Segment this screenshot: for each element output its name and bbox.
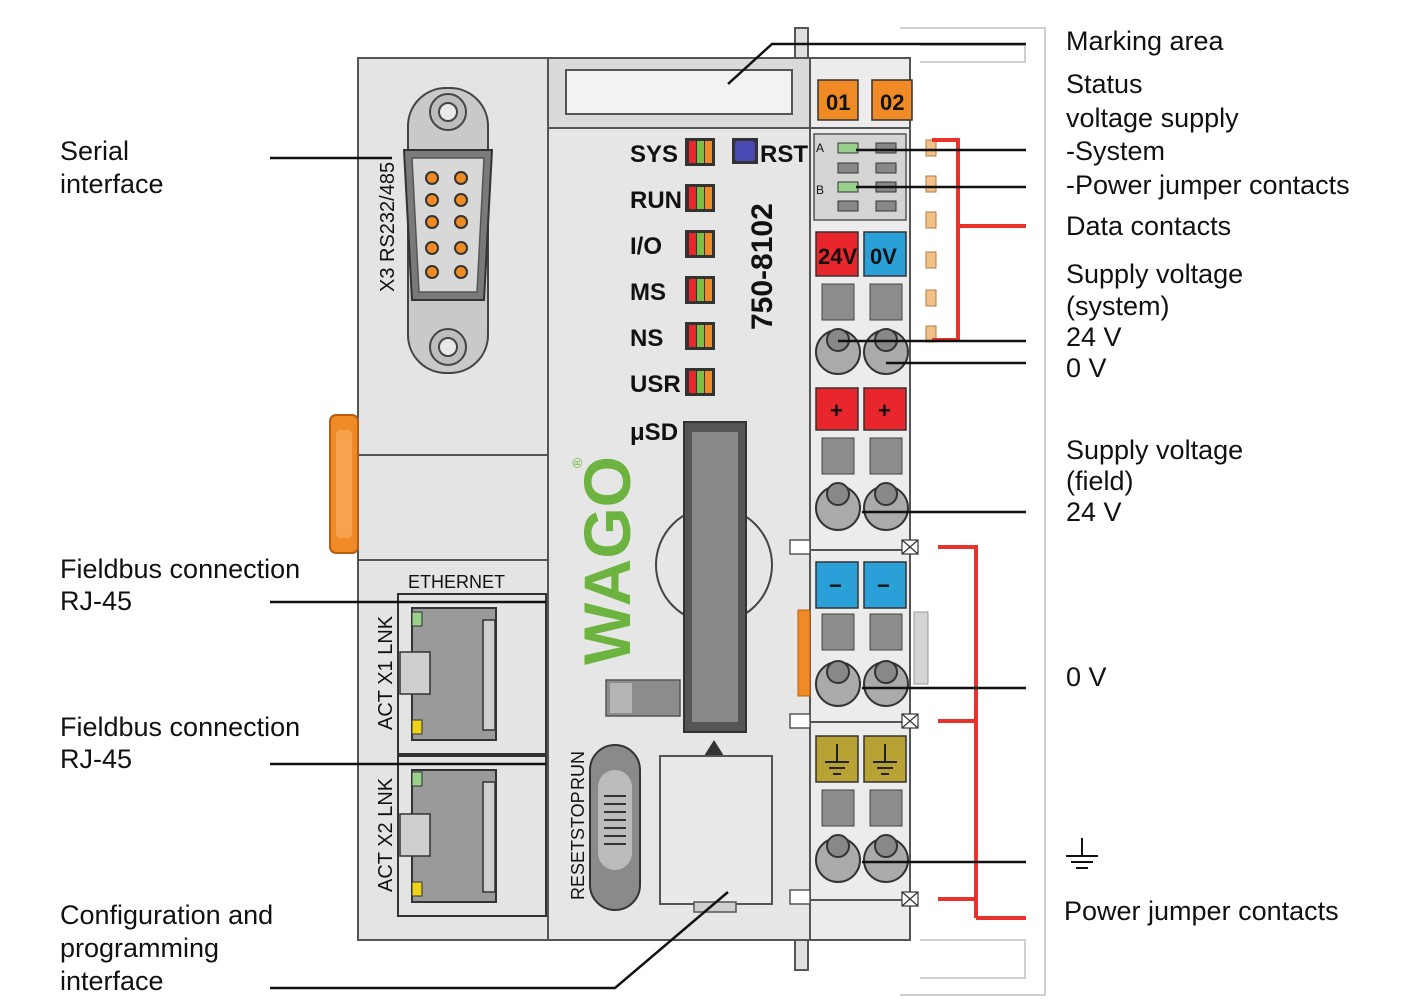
usd-label: μSD bbox=[630, 419, 678, 446]
label-marking-area: Marking area bbox=[1066, 26, 1225, 56]
label-config-interface: Configuration and programming interface bbox=[60, 900, 281, 996]
act-led-x1 bbox=[411, 719, 423, 735]
label-zero-v: 0 V bbox=[1066, 662, 1107, 692]
switch-label-run: RUN bbox=[568, 751, 588, 790]
lnk-led-x2 bbox=[411, 771, 423, 787]
rst-label: RST bbox=[760, 141, 808, 168]
microsd-slot[interactable] bbox=[655, 421, 773, 756]
marking-area bbox=[565, 69, 793, 115]
power-jumper-markers bbox=[901, 539, 919, 907]
led-label-usr: USR bbox=[630, 371, 681, 398]
ground-symbol-icon bbox=[1066, 838, 1098, 869]
terminal-ground-1[interactable] bbox=[815, 735, 859, 783]
terminal-plus-1[interactable]: + bbox=[815, 387, 859, 431]
ground-icon bbox=[825, 744, 849, 775]
led-label-sys: SYS bbox=[630, 141, 678, 168]
clamp-openings-2 bbox=[815, 482, 909, 531]
clamp-openings-3 bbox=[815, 660, 909, 707]
model-number: 750-8102 bbox=[746, 203, 779, 330]
svg-text:01: 01 bbox=[826, 90, 850, 115]
config-interface-flap[interactable] bbox=[659, 755, 773, 913]
label-power-jumper: Power jumper contacts bbox=[1064, 896, 1339, 926]
svg-text:+: + bbox=[878, 398, 891, 423]
serial-port-label: X3 RS232/485 bbox=[377, 162, 399, 292]
status-led bbox=[685, 138, 715, 396]
ethernet-port-x1[interactable] bbox=[397, 593, 547, 755]
terminal-minus-2[interactable]: − bbox=[863, 561, 907, 609]
ethernet-label: ETHERNET bbox=[408, 572, 505, 592]
label-data-contacts: Data contacts bbox=[1066, 211, 1231, 241]
led-label-io: I/O bbox=[630, 233, 662, 260]
power-jumper-brace bbox=[938, 545, 1026, 920]
screw-icon bbox=[438, 102, 458, 122]
switch-label-reset: RESET bbox=[568, 840, 588, 900]
data-contacts-brace bbox=[932, 138, 1026, 342]
ground-icon bbox=[873, 744, 897, 775]
svg-text:B: B bbox=[816, 183, 824, 197]
led-label-ns: NS bbox=[630, 325, 663, 352]
label-status-supply: Status voltage supply -System -Power jum… bbox=[1066, 69, 1350, 200]
port-x1-label: ACT X1 LNK bbox=[375, 615, 397, 730]
led-label-run: RUN bbox=[630, 187, 682, 214]
led-panel: SYS RUN I/O MS NS USR μSD bbox=[630, 138, 715, 446]
wago-logo: WAGO bbox=[570, 456, 644, 665]
clamp-openings-4 bbox=[815, 834, 909, 883]
leader-lines bbox=[270, 42, 1026, 990]
terminal-24v[interactable]: 24V bbox=[815, 231, 859, 277]
arrow-up-icon bbox=[704, 740, 724, 756]
label-supply-system: Supply voltage (system) 24 V 0 V bbox=[1066, 259, 1251, 383]
screw-icon bbox=[438, 337, 458, 357]
terminal-minus-1[interactable]: − bbox=[815, 561, 859, 609]
serial-pins bbox=[425, 171, 468, 279]
supply-status-leds: A B bbox=[813, 133, 907, 221]
serial-port[interactable] bbox=[402, 87, 494, 374]
ethernet-port-x2[interactable] bbox=[397, 755, 547, 917]
svg-text:02: 02 bbox=[880, 90, 904, 115]
port-x2-label: ACT X2 LNK bbox=[375, 777, 397, 892]
svg-text:−: − bbox=[877, 573, 890, 598]
act-led-x2 bbox=[411, 881, 423, 897]
label-supply-field: Supply voltage (field) 24 V bbox=[1066, 435, 1251, 527]
data-contacts bbox=[925, 139, 937, 343]
label-serial-interface: Serial interface bbox=[60, 136, 164, 199]
mode-switch[interactable] bbox=[589, 744, 641, 911]
marker-tab-02: 02 bbox=[871, 79, 913, 121]
lnk-led-x1 bbox=[411, 611, 423, 627]
terminal-ground-2[interactable] bbox=[863, 735, 907, 783]
svg-text:0V: 0V bbox=[870, 244, 897, 269]
terminal-plus-2[interactable]: + bbox=[863, 387, 907, 431]
led-label-ms: MS bbox=[630, 279, 666, 306]
marker-tab-01: 01 bbox=[817, 79, 859, 121]
svg-text:A: A bbox=[816, 141, 824, 155]
registered-mark: ® bbox=[569, 457, 585, 468]
terminal-0v[interactable]: 0V bbox=[863, 231, 907, 277]
label-fieldbus-2: Fieldbus connection RJ-45 bbox=[60, 712, 308, 774]
svg-text:−: − bbox=[829, 573, 842, 598]
switch-label-stop: STOP bbox=[568, 791, 588, 840]
svg-text:+: + bbox=[830, 398, 843, 423]
label-fieldbus-1: Fieldbus connection RJ-45 bbox=[60, 554, 308, 616]
reset-button[interactable] bbox=[732, 138, 758, 164]
svg-text:24V: 24V bbox=[818, 244, 857, 269]
